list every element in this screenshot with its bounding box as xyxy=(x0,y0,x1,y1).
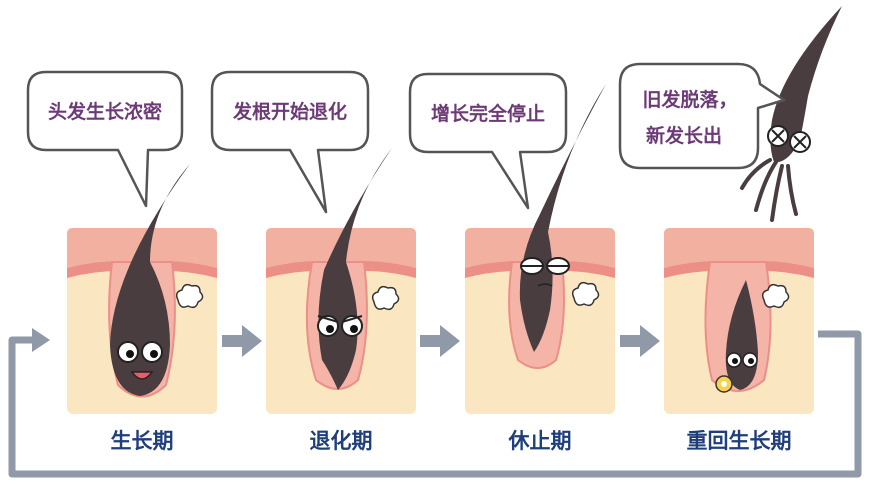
hair-character-3 xyxy=(519,84,606,352)
stage-label-catagen: 退化期 xyxy=(310,429,373,453)
smile-icon xyxy=(130,371,154,380)
hair-character-4-new xyxy=(715,280,790,393)
progress-arrow-1 xyxy=(222,325,262,357)
eye-icon xyxy=(317,315,363,337)
eye-icon xyxy=(117,341,163,363)
progress-arrow-3 xyxy=(620,325,660,357)
speech-text-2: 发根开始退化 xyxy=(232,100,347,123)
stage-label-anagen: 生长期 xyxy=(111,429,174,453)
hair-character-4-old xyxy=(740,6,842,222)
root-tendrils-icon xyxy=(740,158,798,222)
speech-text-4b: 新发长出 xyxy=(646,124,722,147)
stage-label-telogen: 休止期 xyxy=(508,429,572,453)
speech-text-1: 头发生长浓密 xyxy=(48,100,162,123)
cycle-return-arrow xyxy=(8,328,862,478)
speech-bubble-1: 头发生长浓密 xyxy=(26,70,184,208)
speech-bubble-2: 发根开始退化 xyxy=(210,70,370,214)
puff-icon xyxy=(175,283,204,309)
dizzy-eye-icon xyxy=(767,125,811,153)
progress-arrow-2 xyxy=(420,325,460,357)
eye-icon xyxy=(520,257,570,275)
pacifier-icon xyxy=(715,375,733,393)
puff-icon xyxy=(571,281,600,307)
hair-character-1 xyxy=(110,164,204,396)
eye-icon xyxy=(726,352,758,368)
speech-text-4a: 旧发脱落， xyxy=(642,88,737,111)
speech-bubble-4: 旧发脱落， 新发长出 xyxy=(618,62,786,170)
stage-label-regrowth: 重回生长期 xyxy=(687,429,792,453)
speech-bubble-3: 增长完全停止 xyxy=(408,72,568,210)
hair-character-2 xyxy=(317,148,400,390)
speech-text-3: 增长完全停止 xyxy=(431,102,545,125)
puff-icon xyxy=(371,285,400,311)
puff-icon xyxy=(761,283,790,309)
